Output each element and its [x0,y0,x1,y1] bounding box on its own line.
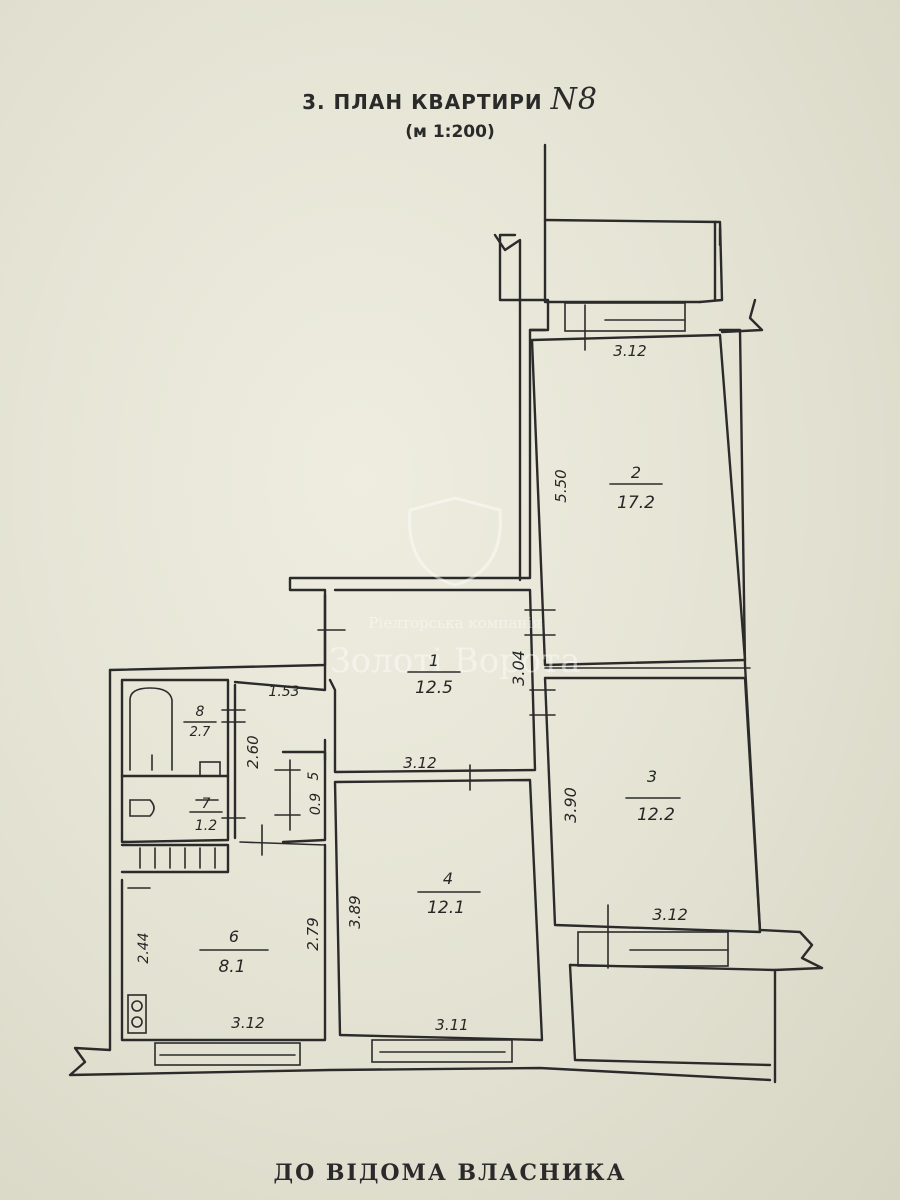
room-5-walls [239,738,327,856]
room-4-walls [333,764,544,1063]
dim-hall-length: 2.60 [244,735,262,768]
dim-room4-width: 3.11 [435,1016,468,1034]
dim-hall-width: 1.53 [268,684,299,700]
room-3-walls [529,676,762,969]
plan-scale: (м 1:200) [405,122,495,142]
footer-note: ДО ВІДОМА ВЛАСНИКА [273,1160,627,1186]
dimension-labels: 3.12 5.50 3.04 1.53 2.60 3.12 3.90 3.12 … [136,342,688,1034]
apartment-number: N8 [550,82,598,117]
watermark: Ріелторська компанія Золоті Ворота [330,496,581,681]
dim-room1-length: 3.04 [509,650,528,686]
room-3-number: 3 [647,767,657,786]
dim-room6-width: 3.12 [231,1014,264,1032]
room-6-number: 6 [229,927,239,946]
room-7-number: 7 [202,796,211,812]
room-2-walls [530,302,747,667]
room-8-number: 8 [196,704,205,720]
room-3-area: 12.2 [637,805,675,825]
room-5-number: 5 [306,771,322,780]
room-5-area: 0.9 [308,793,324,815]
room-8-area: 2.7 [190,725,211,740]
watermark-shield-icon [408,496,502,587]
room-1-number: 1 [429,651,439,670]
dim-room6-length: 2.79 [304,917,322,950]
dim-room2-length: 5.50 [552,469,570,502]
dim-room3-length: 3.90 [561,787,580,823]
room-4-number: 4 [443,869,453,888]
room-4-area: 12.1 [427,898,465,918]
room-7-area: 1.2 [195,818,217,834]
room-6-walls [120,843,327,1066]
plan-title: 3. ПЛАН КВАРТИРИ N8 [0,82,900,117]
dim-room3-width: 3.12 [652,905,688,924]
room-2-area: 17.2 [617,493,655,513]
room-6-area: 8.1 [218,957,245,977]
room-1-walls [233,588,751,774]
dim-room2-width: 3.12 [613,342,646,360]
room-1-area: 12.5 [415,678,453,698]
dim-room4-length: 3.89 [346,895,364,928]
plan-title-text: 3. ПЛАН КВАРТИРИ [302,90,543,114]
watermark-line1: Ріелторська компанія [368,614,541,632]
watermark-line2: Золоті Ворота [330,641,581,681]
room-2-number: 2 [631,463,641,482]
dim-room1-width: 3.12 [403,754,436,772]
dim-room6-side: 2.44 [136,932,152,963]
bathroom-block [120,678,246,874]
room-labels: 2 17.2 1 12.5 3 12.2 4 12.1 6 8.1 8 2.7 … [183,463,681,977]
